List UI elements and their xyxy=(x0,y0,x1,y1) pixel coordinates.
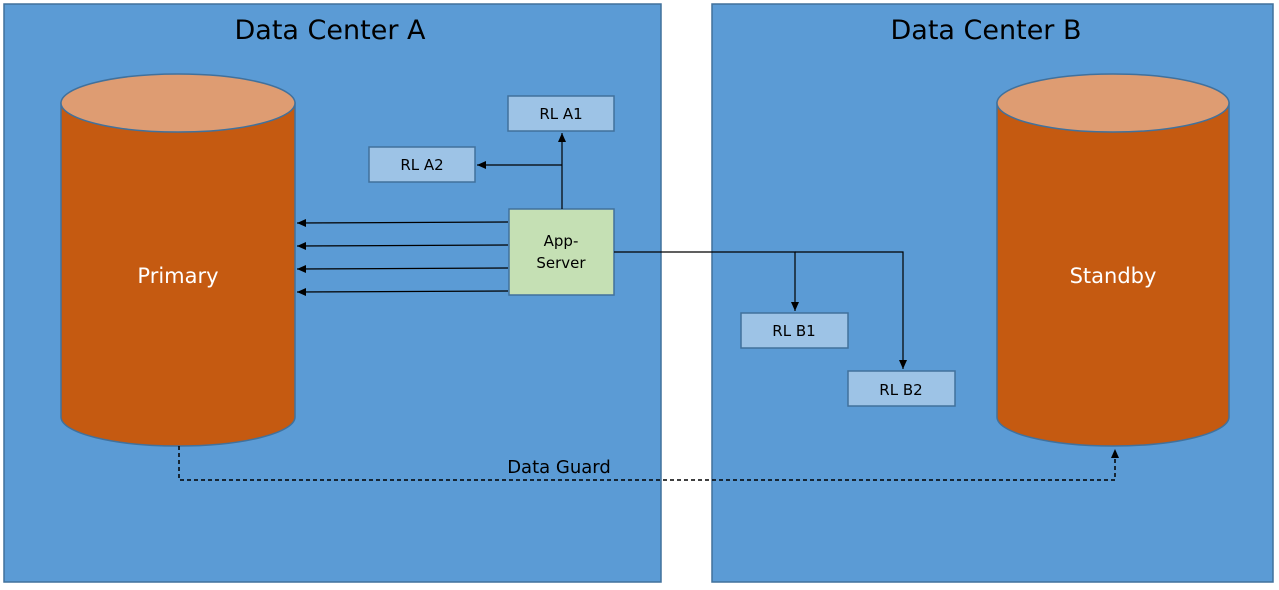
arrow-app-to-primary-3 xyxy=(296,264,509,273)
primary-cylinder-body xyxy=(60,102,296,447)
redo-log-b1-box xyxy=(740,312,849,349)
data-guard-label: Data Guard xyxy=(507,457,611,478)
arrow-app-to-primary-2 xyxy=(296,241,509,250)
redo-log-a2: RL A2 xyxy=(368,146,476,183)
standby-database: Standby xyxy=(996,73,1230,447)
connectors xyxy=(296,133,907,369)
app-server-label-line2: Server xyxy=(536,254,586,272)
primary-database: Primary xyxy=(60,73,296,447)
redo-log-a1: RL A1 xyxy=(507,95,615,132)
redo-log-b2: RL B2 xyxy=(847,370,956,407)
app-server-label-line1: App- xyxy=(544,232,579,250)
data-center-b-title: Data Center B xyxy=(890,15,1081,46)
redo-log-b1: RL B1 xyxy=(740,312,849,349)
redo-log-a1-label: RL A1 xyxy=(539,105,582,123)
standby-cylinder-top xyxy=(996,73,1230,133)
app-server-box xyxy=(508,208,615,296)
arrow-app-to-primary-1 xyxy=(296,218,509,227)
app-server: App- Server xyxy=(508,208,615,296)
redo-log-b2-label: RL B2 xyxy=(879,381,922,399)
standby-label: Standby xyxy=(1070,264,1157,288)
redo-log-b2-box xyxy=(847,370,956,407)
primary-cylinder-top xyxy=(60,73,296,133)
redo-log-a1-box xyxy=(507,95,615,132)
redo-log-a2-box xyxy=(368,146,476,183)
arrow-app-to-primary-4 xyxy=(296,287,509,296)
data-guard-arrow xyxy=(178,446,1119,481)
data-guard-link: Data Guard xyxy=(178,446,1119,481)
arrow-app-to-rl-b2 xyxy=(795,251,907,369)
redo-log-a2-label: RL A2 xyxy=(400,156,443,174)
data-center-a-title: Data Center A xyxy=(235,15,427,46)
primary-label: Primary xyxy=(137,264,218,288)
redo-log-b1-label: RL B1 xyxy=(772,322,815,340)
standby-cylinder-body xyxy=(996,102,1230,447)
